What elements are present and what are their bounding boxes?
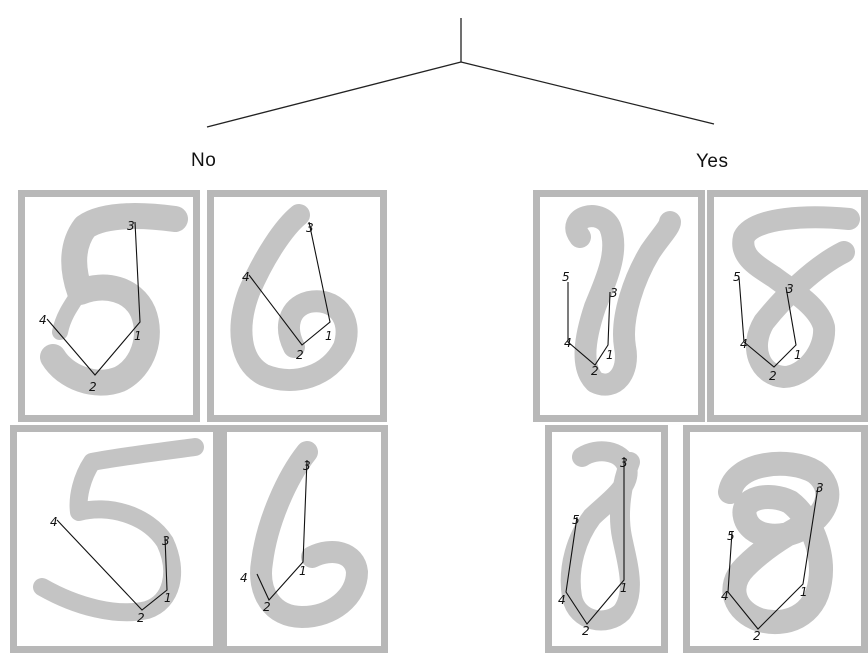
branch-label-no: No (191, 150, 216, 172)
panel-no-digit-6-top: 3 1 2 4 (207, 190, 387, 422)
panel-yes-digit-8-bottom-a: 3 1 2 4 5 (545, 425, 668, 653)
vertex-label: 4 (564, 336, 572, 350)
panel-no-digit-5-top: 3 1 2 4 (18, 190, 200, 422)
vertex-label: 4 (242, 270, 250, 284)
vertex-label: 2 (753, 629, 761, 643)
right-branch-line (461, 62, 714, 124)
vertex-label: 1 (800, 585, 808, 599)
left-branch-line (207, 62, 461, 127)
panel-no-digit-5-bottom: 4 2 1 3 (10, 425, 220, 653)
vertex-label: 1 (606, 348, 614, 362)
vertex-label: 1 (134, 329, 142, 343)
vertex-label: 4 (558, 593, 566, 607)
vertex-label: 2 (137, 611, 145, 625)
vertex-label: 3 (127, 219, 135, 233)
vertex-label: 4 (740, 337, 748, 351)
vertex-label: 3 (620, 456, 628, 470)
vertex-label: 4 (721, 589, 729, 603)
panel-no-digit-6-bottom: 3 1 2 4 (220, 425, 388, 653)
vertex-label: 3 (610, 286, 618, 300)
vertex-label: 1 (794, 348, 802, 362)
panel-yes-digit-8-bottom-b: 3 1 2 4 5 (683, 425, 868, 653)
vertex-label: 5 (562, 270, 570, 284)
vertex-label: 4 (240, 571, 248, 585)
vertex-label: 3 (162, 534, 170, 548)
vertex-label: 2 (89, 380, 97, 394)
vertex-label: 5 (733, 270, 741, 284)
vertex-label: 1 (620, 581, 628, 595)
panel-yes-digit-8-top-b: 5 3 1 2 4 (707, 190, 868, 422)
vertex-label: 2 (769, 369, 777, 383)
vertex-label: 2 (591, 364, 599, 378)
vertex-label: 2 (263, 600, 271, 614)
vertex-label: 2 (582, 624, 590, 638)
vertex-label: 3 (306, 221, 314, 235)
vertex-label: 3 (786, 282, 794, 296)
vertex-label: 4 (50, 515, 58, 529)
vertex-label: 1 (325, 329, 333, 343)
vertex-label: 4 (39, 313, 47, 327)
vertex-label: 1 (164, 591, 172, 605)
branch-label-yes: Yes (696, 151, 729, 173)
vertex-label: 3 (303, 459, 311, 473)
vertex-label: 1 (299, 564, 307, 578)
panel-yes-digit-8-top-a: 5 3 1 2 4 (533, 190, 705, 422)
vertex-label: 3 (816, 481, 824, 495)
vertex-label: 5 (727, 529, 735, 543)
vertex-label: 2 (296, 348, 304, 362)
vertex-label: 5 (572, 513, 580, 527)
